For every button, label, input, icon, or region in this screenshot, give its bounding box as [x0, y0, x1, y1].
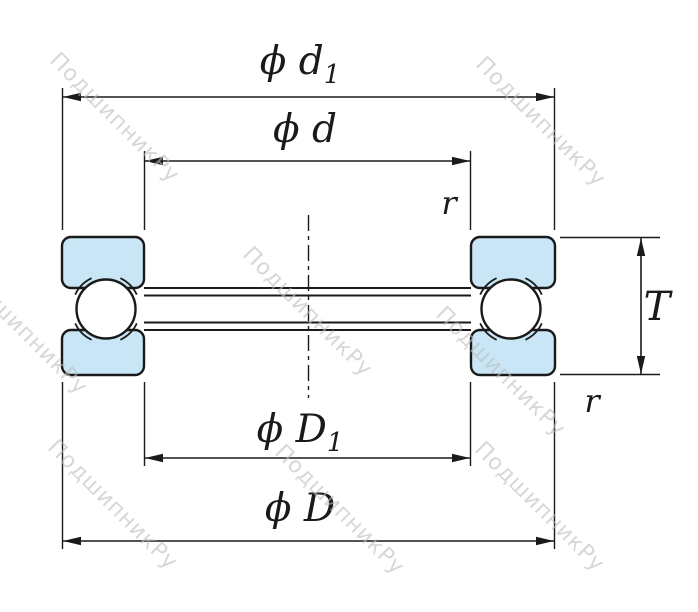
cage-arc [74, 322, 93, 341]
arrowhead-right [536, 536, 554, 546]
dimension-d: ϕ d [143, 107, 472, 230]
arrowhead-left [145, 453, 163, 463]
dim-d-label: ϕ d [273, 107, 337, 152]
radius-bottom-label: r [584, 382, 601, 420]
cage-arc [74, 277, 93, 296]
dim-d1-label: ϕ d1 [260, 39, 341, 90]
arrowhead-right [452, 156, 470, 166]
cage-arc [479, 277, 498, 296]
cage-arc [479, 322, 498, 341]
dimension-D1: ϕ D1 [143, 382, 472, 466]
radius-top-label: r [441, 184, 458, 222]
arrowhead-left [145, 156, 163, 166]
raceway-lines [144, 287, 471, 331]
cage-right [479, 277, 543, 341]
arrowhead-right [452, 453, 470, 463]
cage-arc [524, 277, 543, 296]
cage-arc [524, 322, 543, 341]
arrowhead-bottom [636, 356, 646, 374]
dimension-D: ϕ D [61, 382, 556, 549]
dimension-T: T [560, 236, 674, 376]
washer-sections [60, 235, 557, 377]
dimension-d1: ϕ d1 [61, 39, 556, 230]
arrowhead-left [63, 92, 81, 102]
height-label: T [644, 284, 674, 330]
ball-right [480, 278, 542, 340]
cage-left [74, 277, 138, 341]
cage-arc [119, 277, 138, 296]
cage-arc [119, 322, 138, 341]
arrowhead-top [636, 238, 646, 256]
dim-D1-label: ϕ D1 [257, 407, 344, 458]
ball-left [75, 278, 137, 340]
arrowhead-left [63, 536, 81, 546]
arrowhead-right [536, 92, 554, 102]
dim-D-label: ϕ D [265, 486, 335, 531]
